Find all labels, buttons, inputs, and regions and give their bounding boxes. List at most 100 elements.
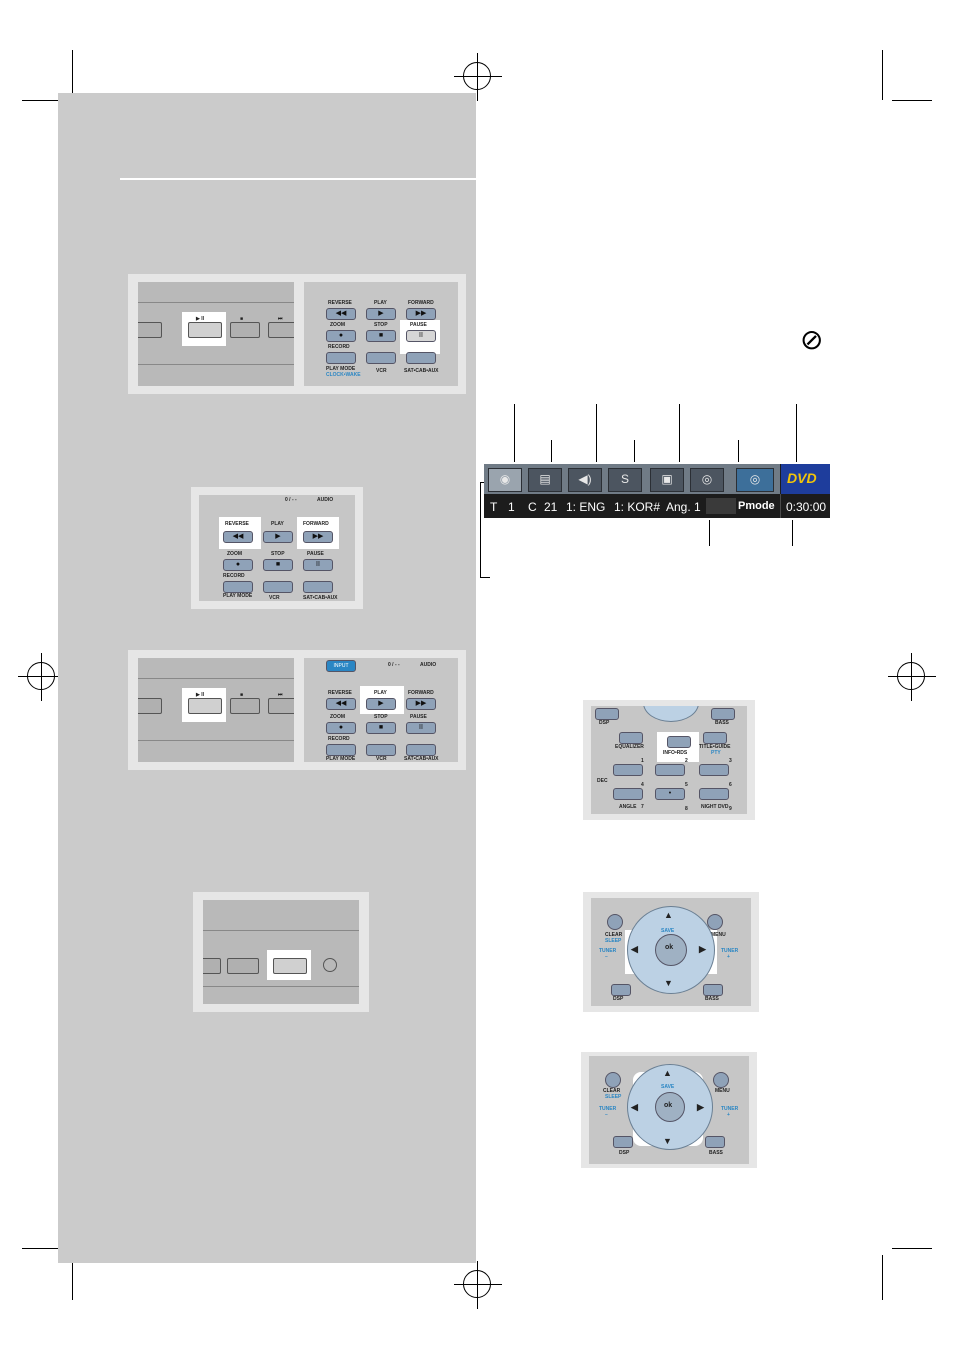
stop-button[interactable]: ■ bbox=[263, 559, 293, 571]
play-button[interactable]: ▶ bbox=[366, 698, 396, 710]
zoom-button[interactable]: ● bbox=[326, 330, 356, 342]
disc-icon[interactable]: ◉ bbox=[488, 468, 522, 492]
play-pause-button[interactable] bbox=[188, 322, 222, 338]
reverse-button[interactable]: ◀◀ bbox=[326, 698, 356, 710]
left-arrow-icon[interactable]: ◀ bbox=[631, 1102, 638, 1112]
sat-label: SAT•CAB•AUX bbox=[303, 595, 338, 601]
play-mode-button[interactable] bbox=[326, 744, 356, 756]
key-5-button[interactable]: • bbox=[655, 788, 685, 800]
pause-button[interactable]: II bbox=[406, 330, 436, 342]
skip-icon: ⏮ bbox=[278, 692, 283, 698]
down-arrow-icon[interactable]: ▼ bbox=[663, 1136, 672, 1146]
angle-camera-icon[interactable]: ▣ bbox=[650, 468, 684, 492]
zoom-button[interactable]: ● bbox=[326, 722, 356, 734]
reverse-button[interactable]: ◀◀ bbox=[223, 531, 253, 543]
play-button[interactable]: ▶ bbox=[366, 308, 396, 320]
info-label: INFO•RDS bbox=[663, 750, 688, 756]
equalizer-button[interactable] bbox=[619, 732, 643, 744]
zoom-button[interactable]: ● bbox=[223, 559, 253, 571]
stop-button[interactable] bbox=[230, 322, 260, 338]
audio-label: AUDIO bbox=[317, 497, 334, 503]
forward-button[interactable]: ▶▶ bbox=[303, 531, 333, 543]
zoom-label: ZOOM bbox=[330, 322, 345, 328]
vcr-button[interactable] bbox=[366, 744, 396, 756]
key-2-button[interactable] bbox=[655, 764, 685, 776]
clear-button[interactable] bbox=[605, 1072, 621, 1088]
title-folder-icon[interactable]: ▤ bbox=[528, 468, 562, 492]
left-arrow-icon[interactable]: ◀ bbox=[631, 944, 638, 954]
key-3-button[interactable] bbox=[699, 764, 729, 776]
up-arrow-icon[interactable]: ▲ bbox=[663, 1068, 672, 1078]
pause-button[interactable]: II bbox=[303, 559, 333, 571]
menu-button[interactable] bbox=[713, 1072, 729, 1088]
ok-button[interactable] bbox=[655, 934, 687, 966]
key-8-label: 8 bbox=[685, 806, 688, 812]
play-pause-icon: ▶ II bbox=[196, 692, 205, 698]
subtitle-icon[interactable]: S bbox=[608, 468, 642, 492]
right-arrow-icon[interactable]: ▶ bbox=[699, 944, 706, 954]
dsp-button[interactable] bbox=[595, 708, 619, 720]
key-6-label: 6 bbox=[729, 782, 732, 788]
play-mode-button[interactable] bbox=[223, 581, 253, 593]
dsp-button[interactable] bbox=[613, 1136, 633, 1148]
key-4-button[interactable] bbox=[613, 788, 643, 800]
bass-button[interactable] bbox=[705, 1136, 725, 1148]
figure-front-remote-2: ▶ II ■ ⏮ INPUT 0 / - - AUDIO REVERSE PLA… bbox=[128, 650, 466, 770]
bass-button[interactable] bbox=[711, 708, 735, 720]
callout-line bbox=[634, 440, 635, 462]
sat-button[interactable] bbox=[406, 744, 436, 756]
key-6-button[interactable] bbox=[699, 788, 729, 800]
audio-speaker-icon[interactable]: ◀) bbox=[568, 468, 602, 492]
stop-button[interactable]: ■ bbox=[366, 330, 396, 342]
pty-label: PTY bbox=[711, 750, 721, 756]
osd-pmode: Pmode bbox=[738, 500, 775, 512]
repeat-disc-icon[interactable]: ◎ bbox=[690, 468, 724, 492]
tuner-minus-label: TUNER bbox=[599, 948, 617, 954]
down-arrow-icon[interactable]: ▼ bbox=[664, 978, 673, 988]
vcr-button[interactable] bbox=[263, 581, 293, 593]
key-2-label: 2 bbox=[685, 758, 688, 764]
play-pause-button[interactable] bbox=[188, 698, 222, 714]
bass-button[interactable] bbox=[703, 984, 723, 996]
right-arrow-icon[interactable]: ▶ bbox=[697, 1102, 704, 1112]
vcr-button[interactable] bbox=[366, 352, 396, 364]
stop-button[interactable] bbox=[230, 698, 260, 714]
play-label: PLAY bbox=[271, 521, 284, 527]
eject-button[interactable] bbox=[273, 958, 307, 974]
play-label: PLAY bbox=[374, 690, 387, 696]
pause-label: PAUSE bbox=[410, 714, 427, 720]
reverse-button[interactable]: ◀◀ bbox=[326, 308, 356, 320]
pause-button[interactable]: II bbox=[406, 722, 436, 734]
up-arrow-icon[interactable]: ▲ bbox=[664, 910, 673, 920]
play-mode-button[interactable] bbox=[326, 352, 356, 364]
vcr-label: VCR bbox=[269, 595, 280, 601]
remote-photo: DSP BASS EQUALIZER INFO•RDS TITLE•GUIDE … bbox=[591, 706, 747, 814]
title-guide-button[interactable] bbox=[703, 732, 727, 744]
play-button[interactable]: ▶ bbox=[263, 531, 293, 543]
prohibit-icon: ⊘ bbox=[800, 324, 824, 355]
key-1-button[interactable] bbox=[613, 764, 643, 776]
sat-button[interactable] bbox=[303, 581, 333, 593]
input-button[interactable]: INPUT bbox=[326, 660, 356, 672]
sat-button[interactable] bbox=[406, 352, 436, 364]
dsp-button[interactable] bbox=[611, 984, 631, 996]
crop-mark bbox=[892, 100, 932, 101]
ok-button[interactable] bbox=[655, 1092, 685, 1122]
clear-button[interactable] bbox=[607, 914, 623, 930]
zero-label: 0 / - - bbox=[388, 662, 400, 668]
forward-button[interactable]: ▶▶ bbox=[406, 308, 436, 320]
menu-button[interactable] bbox=[707, 914, 723, 930]
forward-button[interactable]: ▶▶ bbox=[406, 698, 436, 710]
skip-button[interactable] bbox=[268, 698, 294, 714]
menu-label: MENU bbox=[715, 1088, 730, 1094]
callout-line bbox=[709, 520, 710, 546]
power-indicator bbox=[323, 958, 337, 972]
skip-button[interactable] bbox=[268, 322, 294, 338]
sat-label: SAT•CAB•AUX bbox=[404, 368, 439, 374]
play-mode-icon[interactable]: ◎ bbox=[736, 468, 774, 492]
reverse-label: REVERSE bbox=[225, 521, 249, 527]
tuner-plus-label: TUNER bbox=[721, 948, 739, 954]
callout-line bbox=[796, 404, 797, 462]
info-button[interactable] bbox=[667, 736, 691, 748]
stop-button[interactable]: ■ bbox=[366, 722, 396, 734]
